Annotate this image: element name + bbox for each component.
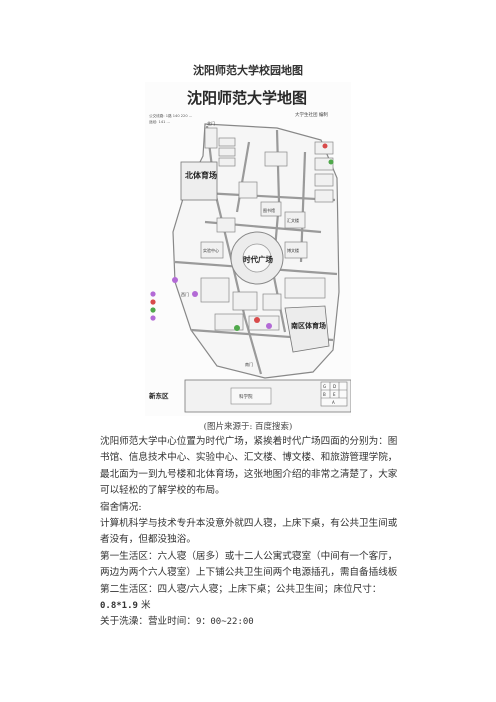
bath-paragraph: 关于洗澡：营业时间：9：00~22:00 [100,614,400,630]
campus-map: 沈阳师范大学地图 大学生社团 编制 公交线路: 1路 140 220 ... 途… [145,82,351,416]
map-label-times-square: 时代广场 [243,254,273,264]
cs-text: 计算机科学与技术专升本没意外就四人寝，上床下桌，有公共卫生间或者没有， [100,518,398,546]
map-bldg-b: B [323,392,326,397]
map-label-experiment: 实验中心 [203,247,219,253]
map-label-library: 图书馆 [263,207,275,213]
map-label-south-gym: 南区体育场 [291,321,326,330]
map-legend-line-2: 途经: 141 ... [149,119,170,124]
map-subtitle: 大学生社团 编制 [295,111,328,118]
intro-paragraph: 沈阳师范大学中心位置为时代广场，紧挨着时代广场四面的分别为：图书馆、信息技术中心… [100,434,400,500]
map-label-college: 科学院 [239,393,253,400]
map-label-bowen: 博文楼 [287,247,299,253]
map-legend-line-1: 公交线路: 1路 140 220 ... [149,113,192,118]
cs-paragraph: 计算机科学与技术专升本没意外就四人寝，上床下桌，有公共卫生间或者没有，但都没独浴… [100,516,400,549]
bed-size: 0.8*1.9 [100,601,138,612]
campus-map-graphic: 沈阳师范大学地图 大学生社团 编制 公交线路: 1路 140 220 ... 途… [145,82,351,416]
map-label-hall: 汇文楼 [287,217,299,223]
map-label-north-gym: 北体育场 [185,170,217,180]
bath-text: 关于洗澡：营业时间： [100,616,196,628]
life-area-2-paragraph: 第二生活区：四人寝/六人寝；上床下桌；公共卫生间；床位尺寸： 0.8*1.9 米 [100,582,400,615]
map-bldg-a: A [332,400,335,405]
dorm-heading: 宿舍情况: [100,501,142,513]
intro-text-end: ，大家可以轻松的了解学校的布局。 [100,468,398,497]
intro-text: 沈阳师范大学中心位置为时代广场，紧挨着时代广场四面的分别为：图书馆、信息技术中心… [100,436,398,480]
map-label-north-gate: 北门 [207,120,215,126]
map-label-new-east: 新东区 [149,391,169,400]
image-caption: (图片来源于: 百度搜索) [203,422,293,432]
map-label-west-gate: 西门 [181,291,189,297]
map-bldg-d: D [333,384,336,389]
map-title: 沈阳师范大学地图 [187,89,307,107]
life-area-2-text: 第二生活区：四人寝/六人寝；上床下桌；公共卫生间；床位尺寸： [100,583,382,595]
map-bldg-e: E [333,392,336,397]
bath-hours: 9：00~22:00 [195,617,254,628]
document-title: 沈阳师范大学校园地图 [193,64,303,77]
map-label-south-gate: 南门 [245,361,253,367]
cs-text-end: 但都没独浴。 [138,534,196,546]
life-area-1-paragraph: 第一生活区：六人寝（居多）或十二人公寓式寝室（中间有一个客厅，两边为两个六人寝室… [100,550,398,579]
map-bldg-g: G [323,384,326,389]
document-body: 沈阳师范大学中心位置为时代广场，紧挨着时代广场四面的分别为：图书馆、信息技术中心… [100,434,400,631]
bed-size-unit: 米 [137,600,151,612]
